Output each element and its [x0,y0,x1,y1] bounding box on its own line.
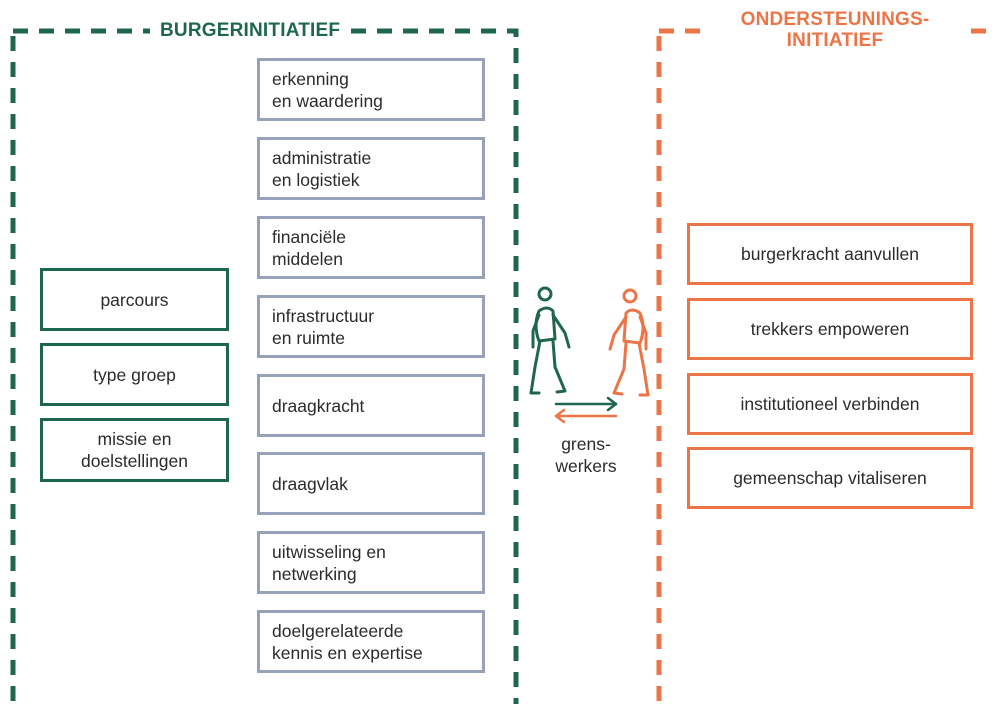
burgerinitiatief-title: BURGERINITIATIEF [150,20,351,41]
box-line-2: middelen [272,248,344,269]
middle-box-draagvlak: draagvlak [257,452,485,515]
box-line-2: en waardering [272,90,383,111]
middle-box-draagkracht: draagkracht [257,374,485,437]
box-label-line-1: missie en [97,429,172,449]
box-label: type groep [93,364,176,385]
ondersteuningsinitiatief-title: ONDERSTEUNINGS- INITIATIEF [708,9,962,51]
left-box-parcours: parcours [40,268,229,331]
title-line-2: INITIATIEF [786,30,884,51]
left-box-missie: missie en doelstellingen [40,418,229,482]
burger-dashed-frame [10,28,519,704]
box-label: institutioneel verbinden [740,394,920,414]
right-box-institutioneel: institutioneel verbinden [687,373,973,435]
box-line-2: netwerking [272,563,357,584]
grens-line-1: grens- [561,434,611,454]
box-line-1: doelgerelateerde [272,620,404,641]
box-line-2: en logistiek [272,169,360,190]
box-label: parcours [100,289,169,310]
box-line-1: erkenning [272,68,349,89]
right-box-trekkers: trekkers empoweren [687,298,973,360]
grens-line-2: werkers [555,456,617,476]
exchange-arrows [554,396,618,424]
box-line-1: administratie [272,147,372,168]
box-label: gemeenschap vitaliseren [733,468,927,488]
box-line-1: draagvlak [272,473,348,494]
box-label: trekkers empoweren [750,319,910,339]
box-line-1: uitwisseling en [272,541,386,562]
right-box-burgerkracht: burgerkracht aanvullen [687,223,973,285]
right-box-gemeenschap: gemeenschap vitaliseren [687,447,973,509]
arrow-left-icon [554,408,618,424]
walking-person-orange-icon [608,288,650,397]
box-line-1: draagkracht [272,395,365,416]
box-line-1: infrastructuur [272,305,375,326]
left-box-type-groep: type groep [40,343,229,406]
ondersteuning-dashed-frame [656,28,995,704]
box-label: burgerkracht aanvullen [740,244,920,264]
title-line-1: ONDERSTEUNINGS- [740,9,930,30]
box-line-2: en ruimte [272,327,345,348]
walking-person-green-icon [529,286,571,395]
box-line-1: financiële [272,226,346,247]
grenswerkers-label: grens- werkers [536,433,636,477]
box-line-2: kennis en expertise [272,642,423,663]
arrow-right-icon [554,396,618,412]
box-label-line-2: doelstellingen [80,451,189,471]
box-label: missie en doelstellingen [81,428,188,472]
